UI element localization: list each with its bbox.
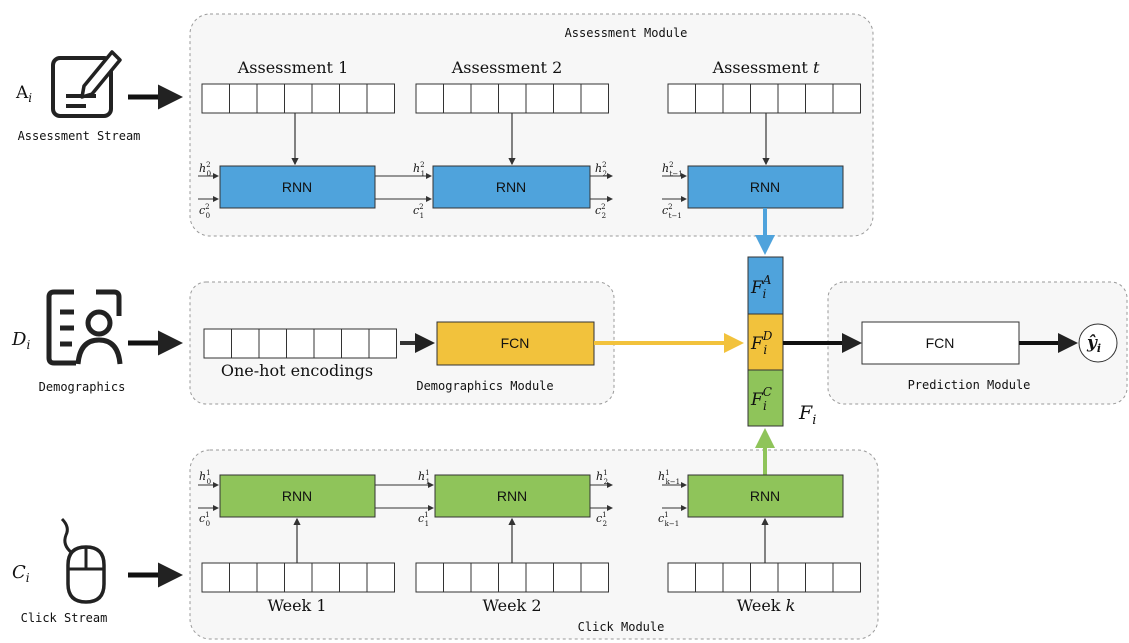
assessment-rnn-t-label: RNN	[750, 179, 780, 195]
prediction-output-label: ŷi	[1086, 333, 1101, 355]
prediction-fcn-label: FCN	[926, 335, 955, 351]
prediction-fcn	[861, 321, 1020, 365]
week-2-title: Week 2	[482, 596, 541, 615]
assessment-1-title: Assessment 1	[237, 58, 349, 77]
click-stream-label: Click Stream	[21, 611, 108, 625]
demographics-label: Demographics	[39, 380, 126, 394]
assessment-rnn-2	[432, 165, 591, 209]
assessment-t-vector	[667, 83, 861, 114]
click-rnn-1-label: RNN	[282, 488, 312, 504]
pen-document-icon	[51, 50, 122, 118]
click-input-symbol: Ci	[12, 562, 30, 585]
week-2-vector	[415, 562, 609, 593]
click-rnn-1	[219, 474, 376, 518]
assessment-rnn-1-label: RNN	[282, 179, 312, 195]
onehot-label: One-hot encodings	[221, 361, 373, 380]
fused-vector-label: Fi	[798, 402, 816, 428]
demographics-fcn	[436, 321, 595, 366]
assessment-input-symbol: Ai	[15, 83, 32, 105]
mouse-icon	[60, 517, 106, 604]
assessment-t-title: Assessment t	[712, 58, 820, 77]
week-1-title: Week 1	[267, 596, 326, 615]
click-rnn-2	[434, 474, 591, 518]
click-rnn-2-label: RNN	[497, 488, 527, 504]
prediction-module-title: Prediction Module	[908, 378, 1031, 392]
click-module-title: Click Module	[578, 620, 665, 634]
fused-click-segment	[747, 369, 784, 427]
assessment-1-vector	[201, 83, 395, 114]
click-rnn-k-label: RNN	[750, 488, 780, 504]
onehot-vector	[203, 328, 397, 359]
week-k-title: Week k	[737, 596, 796, 615]
demographics-input-symbol: Di	[11, 329, 30, 352]
demographics-module-title: Demographics Module	[416, 379, 553, 393]
assessment-module-title: Assessment Module	[565, 26, 688, 40]
assessment-2-title: Assessment 2	[451, 58, 563, 77]
week-k-vector	[667, 562, 861, 593]
click-rnn-k	[687, 474, 844, 518]
assessment-rnn-2-label: RNN	[496, 179, 526, 195]
assessment-2-vector	[415, 83, 609, 114]
assessment-stream-label: Assessment Stream	[18, 129, 141, 143]
fused-assessment-segment	[747, 256, 784, 315]
user-profile-icon	[46, 289, 123, 366]
week-1-vector	[201, 562, 395, 593]
demographics-fcn-label: FCN	[501, 335, 530, 351]
prediction-output-node	[1078, 323, 1118, 363]
assessment-rnn-1	[219, 165, 376, 209]
